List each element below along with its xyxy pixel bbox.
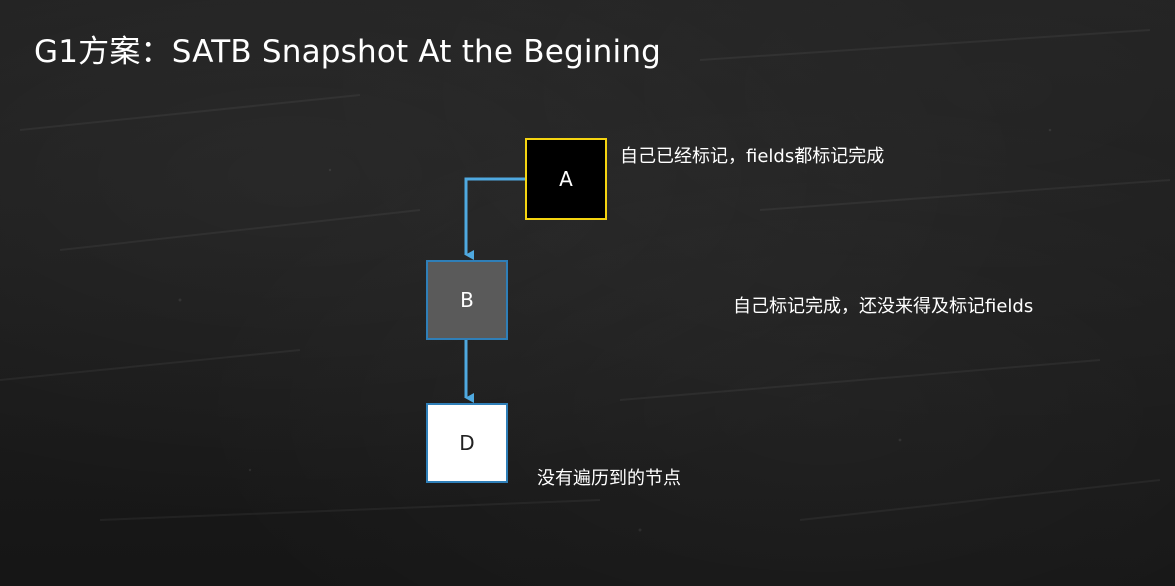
node-d-note: 没有遍历到的节点 (537, 468, 681, 489)
slide-title: G1方案：SATB Snapshot At the Begining (34, 34, 662, 70)
node-b: B (426, 260, 508, 340)
node-b-label: B (460, 288, 474, 312)
node-a: A (525, 138, 607, 220)
node-a-label: A (559, 167, 573, 191)
node-b-note: 自己标记完成，还没来得及标记fields (733, 296, 1034, 317)
edge-a-to-b (464, 177, 525, 260)
node-a-note: 自己已经标记，fields都标记完成 (620, 146, 885, 167)
node-d-label: D (459, 431, 475, 455)
node-d: D (426, 403, 508, 483)
